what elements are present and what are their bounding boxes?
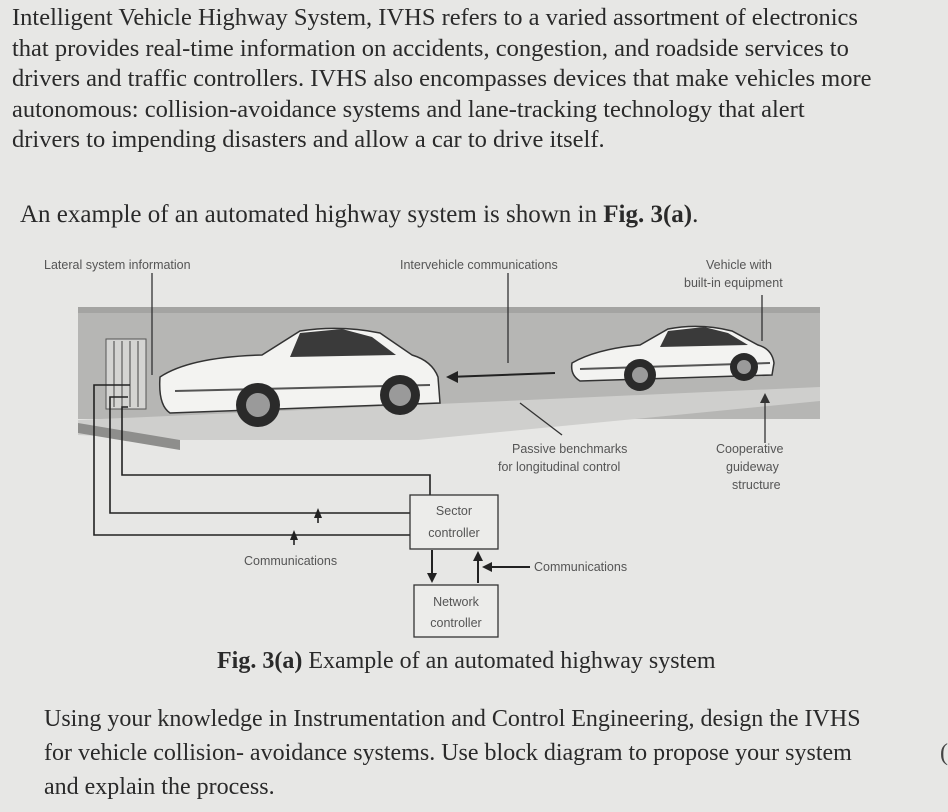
passive-benchmarks-label-1: Passive benchmarks (512, 442, 627, 456)
intro-line: Intelligent Vehicle Highway System, IVHS… (12, 4, 858, 31)
intro-paragraph: Intelligent Vehicle Highway System, IVHS… (12, 3, 944, 156)
up-arrow (473, 551, 483, 561)
caption-figure-number: Fig. 3(a) (217, 648, 303, 674)
intro-line: that provides real-time information on a… (12, 34, 849, 62)
intervehicle-arrow (447, 372, 556, 378)
question-paragraph: Using your knowledge in Instrumentation … (44, 702, 924, 804)
guideway-ledge (78, 423, 180, 450)
down-arrow (427, 573, 437, 583)
question-line: Using your knowledge in Instrumentation … (44, 706, 861, 732)
example-text: An example of an automated highway syste… (20, 201, 604, 228)
example-sentence: An example of an automated highway syste… (20, 200, 698, 231)
sector-label-1: Sector (436, 504, 472, 518)
automated-highway-figure: Sector controller Network controller Lat… (44, 258, 820, 638)
network-label-1: Network (433, 595, 480, 609)
intro-line: drivers and traffic controllers. IVHS al… (12, 65, 872, 92)
cooperative-label-1: Cooperative (716, 442, 783, 456)
vehicle-with-label-2: built-in equipment (684, 276, 783, 290)
front-car (158, 327, 441, 427)
sector-label-2: controller (428, 526, 479, 540)
roadside-post (105, 338, 147, 410)
intro-line: autonomous: collision-avoidance systems … (12, 95, 805, 123)
figure-reference: Fig. 3(a) (603, 201, 693, 228)
road-surface (78, 387, 820, 440)
communication-wiring (93, 384, 431, 545)
intro-line: drivers to impending disasters and allow… (12, 126, 605, 153)
passive-benchmarks-label-2: for longitudinal control (498, 460, 620, 474)
vehicle-with-label-1: Vehicle with (706, 258, 772, 272)
lateral-system-label: Lateral system information (44, 258, 191, 272)
cooperative-label-3: structure (732, 478, 781, 492)
example-period: . (692, 201, 699, 228)
communications-left-label: Communications (244, 554, 337, 568)
rear-car (570, 325, 775, 391)
question-line: for vehicle collision- avoidance systems… (44, 740, 852, 766)
cut-off-marks-text: ( (940, 740, 948, 766)
question-line: and explain the process. (44, 774, 275, 800)
communications-right-label: Communications (534, 560, 627, 574)
sector-controller-box (409, 494, 499, 550)
figure-caption: Fig. 3(a) Example of an automated highwa… (217, 648, 716, 675)
network-label-2: controller (430, 616, 481, 630)
cooperative-label-2: guideway (726, 460, 780, 474)
caption-text: Example of an automated highway system (302, 648, 716, 674)
network-controller-box (413, 584, 499, 638)
intervehicle-label: Intervehicle communications (400, 258, 558, 272)
left-arrow (482, 562, 492, 572)
